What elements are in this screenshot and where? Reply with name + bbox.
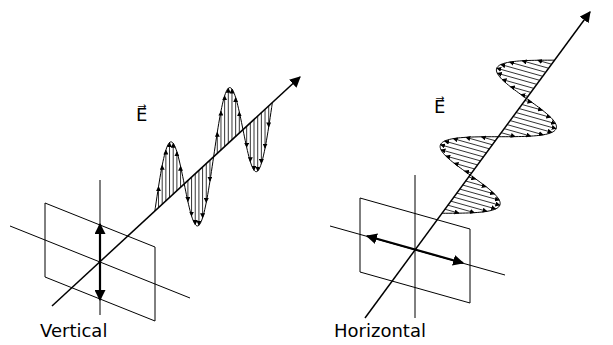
field-vector [460,189,500,200]
horizontal-axis [330,226,505,275]
field-vector [513,117,556,129]
vertical-axis [100,180,101,315]
field-vector [195,174,196,225]
propagation-axis [52,77,300,306]
field-vector [463,185,495,194]
field-vector [220,111,221,150]
field-vector [191,177,192,216]
field-vector [239,112,240,133]
field-vector [510,62,546,72]
wave-envelope [440,60,556,213]
field-vector [254,119,255,170]
field-vector [445,141,487,153]
field-vector [257,116,258,171]
field-vector [451,201,487,211]
field-vector [187,181,188,202]
field-vector [446,156,478,165]
field-wave [440,60,556,213]
field-vector [198,170,199,225]
panel-caption: Vertical [40,320,107,342]
field-vector [176,152,177,191]
field-vector [510,87,531,93]
field-label: E⃗ [136,104,147,126]
vertical-axis [415,175,416,318]
field-vector [202,167,203,218]
field-vector [501,65,543,77]
field-vector [250,123,251,162]
field-vector [521,94,528,96]
field-vector [224,96,225,147]
field-vector [453,139,489,149]
field-vector [469,177,476,179]
field-vector [246,126,247,147]
field-vector [235,98,236,137]
field-vector [228,88,229,143]
field-vector [231,89,232,140]
field-vector [180,166,181,187]
field-vector [525,100,532,102]
field-vector [169,142,170,197]
field-vector [162,165,163,204]
field-vector [510,121,552,133]
field-vector [465,171,472,173]
field-vector [206,164,207,203]
polarization-arrow [367,236,463,263]
field-vector [217,132,218,153]
field-vector [457,193,500,205]
polarization-arrow [99,224,101,300]
field-vector [481,137,495,141]
field-vector [522,104,543,110]
field-vector [538,60,552,64]
field-vector [265,109,266,148]
field-vector [454,197,496,209]
field-wave [155,88,273,226]
field-vector [158,187,159,208]
field-vector [268,106,269,127]
field-vector [497,73,537,84]
field-vector [165,150,166,201]
field-vector [466,181,487,187]
field-vector [454,163,475,169]
panel-caption: Horizontal [334,320,426,342]
field-label: E⃗ [434,96,445,118]
field-vector [261,113,262,164]
field-vector [497,68,540,80]
field-vector [501,133,515,137]
wave-envelope [155,88,273,226]
field-vector [441,150,481,161]
field-vector [507,125,543,135]
propagation-axis [365,12,590,318]
field-vector [440,145,483,157]
field-vector [445,209,459,213]
field-vector [209,160,210,181]
field-vector [173,143,174,194]
field-vector [516,113,556,124]
field-vector [502,79,534,88]
field-vector [519,109,551,118]
